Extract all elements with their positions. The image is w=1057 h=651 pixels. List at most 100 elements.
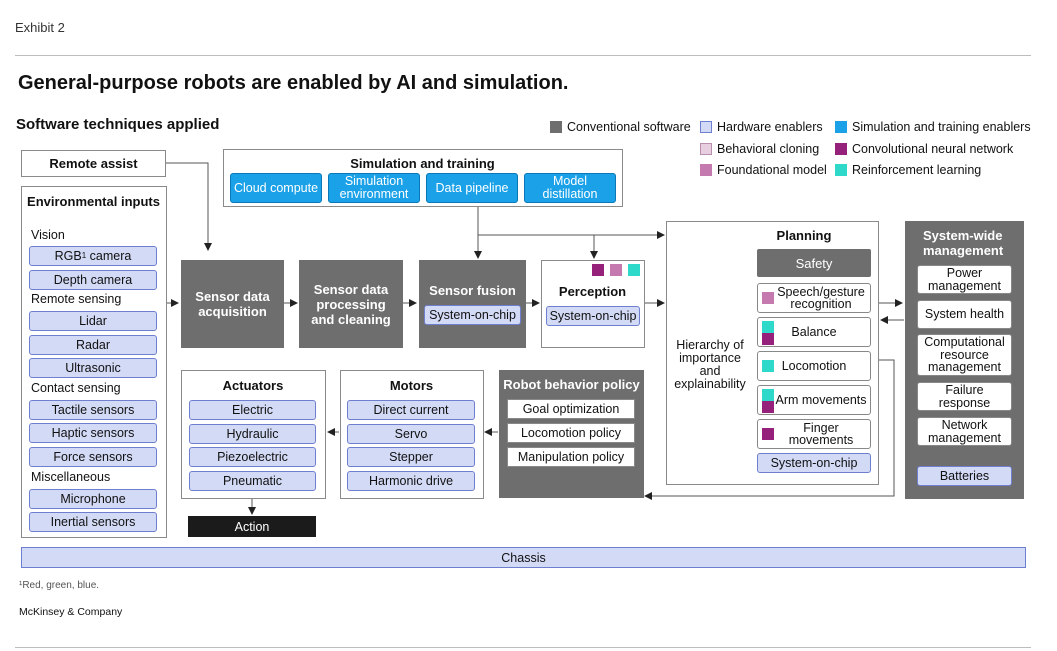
locomotion: Locomotion: [757, 351, 871, 381]
legend-label: Convolutional neural network: [852, 142, 1014, 156]
depth-camera: Depth camera: [29, 270, 157, 290]
sensor-data-processing: Sensor data processing and cleaning: [299, 260, 403, 348]
ultrasonic: Ultrasonic: [29, 358, 157, 378]
hierarchy-label: Hierarchy of importance and explainabili…: [668, 337, 752, 393]
motors-panel: Motors Direct current Servo Stepper Harm…: [340, 370, 484, 499]
data-pipeline: Data pipeline: [426, 173, 518, 203]
inertial-sensors: Inertial sensors: [29, 512, 157, 532]
motor-servo: Servo: [347, 424, 475, 444]
env-title: Environmental inputs: [27, 194, 160, 209]
locomotion-policy: Locomotion policy: [507, 423, 635, 443]
top-rule: [15, 55, 1031, 56]
legend-swatch-conventional: [550, 121, 562, 133]
finger-movements: Finger movements: [757, 419, 871, 449]
planning-title: Planning: [776, 228, 832, 243]
env-vision-label: Vision: [31, 228, 65, 242]
manipulation-policy: Manipulation policy: [507, 447, 635, 467]
force-sensors: Force sensors: [29, 447, 157, 467]
chassis-bar: Chassis: [21, 547, 1026, 568]
actuators-title: Actuators: [222, 378, 284, 393]
motor-harmonic-drive: Harmonic drive: [347, 471, 475, 491]
perception-foundational-marker: [610, 264, 622, 276]
actuator-pneumatic: Pneumatic: [189, 471, 316, 491]
env-contact-sensing-label: Contact sensing: [31, 381, 121, 395]
balance-cnn-marker: [762, 333, 774, 345]
arm-rl-marker: [762, 389, 774, 401]
arm-movements: Arm movements: [757, 385, 871, 415]
motor-direct-current: Direct current: [347, 400, 475, 420]
balance-rl-marker: [762, 321, 774, 333]
simulation-environment: Simulation environment: [328, 173, 420, 203]
legend-label: Foundational model: [717, 163, 827, 177]
speech-gesture-recognition: Speech/gesture recognition: [757, 283, 871, 313]
actuator-hydraulic: Hydraulic: [189, 424, 316, 444]
env-misc-label: Miscellaneous: [31, 470, 111, 484]
balance-label: Balance: [791, 324, 837, 339]
system-wide-management-panel: System-wide management Power management …: [905, 221, 1024, 499]
speech-label: Speech/gesture recognition: [777, 284, 865, 311]
speech-foundational-marker: [762, 292, 774, 304]
action-box: Action: [188, 516, 316, 537]
perception-cnn-marker: [592, 264, 604, 276]
simulation-title: Simulation and training: [350, 156, 495, 171]
system-health: System health: [917, 300, 1012, 329]
sensor-fusion-title: Sensor fusion: [429, 283, 516, 298]
actuator-electric: Electric: [189, 400, 316, 420]
safety: Safety: [757, 249, 871, 277]
motor-stepper: Stepper: [347, 447, 475, 467]
legend-swatch-behavioral-cloning: [700, 143, 712, 155]
legend-label: Simulation and training enablers: [852, 120, 1031, 134]
footnote: ¹Red, green, blue.: [19, 580, 100, 591]
actuators-panel: Actuators Electric Hydraulic Piezoelectr…: [181, 370, 326, 499]
arm-cnn-marker: [762, 401, 774, 413]
arm-label: Arm movements: [775, 392, 867, 407]
sensor-data-acquisition: Sensor data acquisition: [181, 260, 284, 348]
sensor-fusion-chip: System-on-chip: [424, 305, 521, 325]
legend-swatch-simulation: [835, 121, 847, 133]
bottom-rule: [15, 647, 1031, 648]
radar: Radar: [29, 335, 157, 355]
actuator-piezoelectric: Piezoelectric: [189, 447, 316, 467]
haptic-sensors: Haptic sensors: [29, 423, 157, 443]
legend-swatch-reinforcement: [835, 164, 847, 176]
planning-panel: Planning Hierarchy of importance and exp…: [666, 221, 879, 485]
section-subtitle: Software techniques applied: [16, 116, 220, 133]
perception-panel: Perception System-on-chip: [541, 260, 645, 348]
perception-chip: System-on-chip: [546, 306, 640, 326]
exhibit-label: Exhibit 2: [15, 20, 65, 35]
rgb-footnote-marker: 1: [81, 251, 87, 260]
simulation-panel: Simulation and training Cloud compute Si…: [223, 149, 623, 207]
cloud-compute: Cloud compute: [230, 173, 322, 203]
policy-title: Robot behavior policy: [503, 377, 640, 392]
goal-optimization: Goal optimization: [507, 399, 635, 419]
legend-swatch-foundational: [700, 164, 712, 176]
batteries: Batteries: [917, 466, 1012, 486]
legend-label: Conventional software: [567, 120, 691, 134]
robot-behavior-policy-panel: Robot behavior policy Goal optimization …: [499, 370, 644, 498]
balance: Balance: [757, 317, 871, 347]
tactile-sensors: Tactile sensors: [29, 400, 157, 420]
finger-cnn-marker: [762, 428, 774, 440]
env-remote-sensing-label: Remote sensing: [31, 292, 122, 306]
computational-resource-management: Computational resource management: [917, 334, 1012, 376]
model-distillation: Model distillation: [524, 173, 616, 203]
network-management: Network management: [917, 417, 1012, 446]
legend-label: Behavioral cloning: [717, 142, 820, 156]
perception-title: Perception: [558, 284, 627, 299]
source-label: McKinsey & Company: [19, 606, 123, 618]
legend-label: Reinforcement learning: [852, 163, 982, 177]
rgb-suffix: camera: [86, 249, 132, 263]
system-title: System-wide management: [923, 228, 1004, 258]
legend-swatch-cnn: [835, 143, 847, 155]
remote-assist-box: Remote assist: [21, 150, 166, 177]
rgb-prefix: RGB: [54, 249, 82, 263]
sensor-fusion-panel: Sensor fusion System-on-chip: [419, 260, 526, 348]
motors-title: Motors: [389, 378, 434, 393]
power-management: Power management: [917, 265, 1012, 294]
planning-chip: System-on-chip: [757, 453, 871, 473]
legend-swatch-hardware: [700, 121, 712, 133]
locomotion-label: Locomotion: [781, 358, 847, 373]
page-title: General-purpose robots are enabled by AI…: [18, 72, 569, 94]
